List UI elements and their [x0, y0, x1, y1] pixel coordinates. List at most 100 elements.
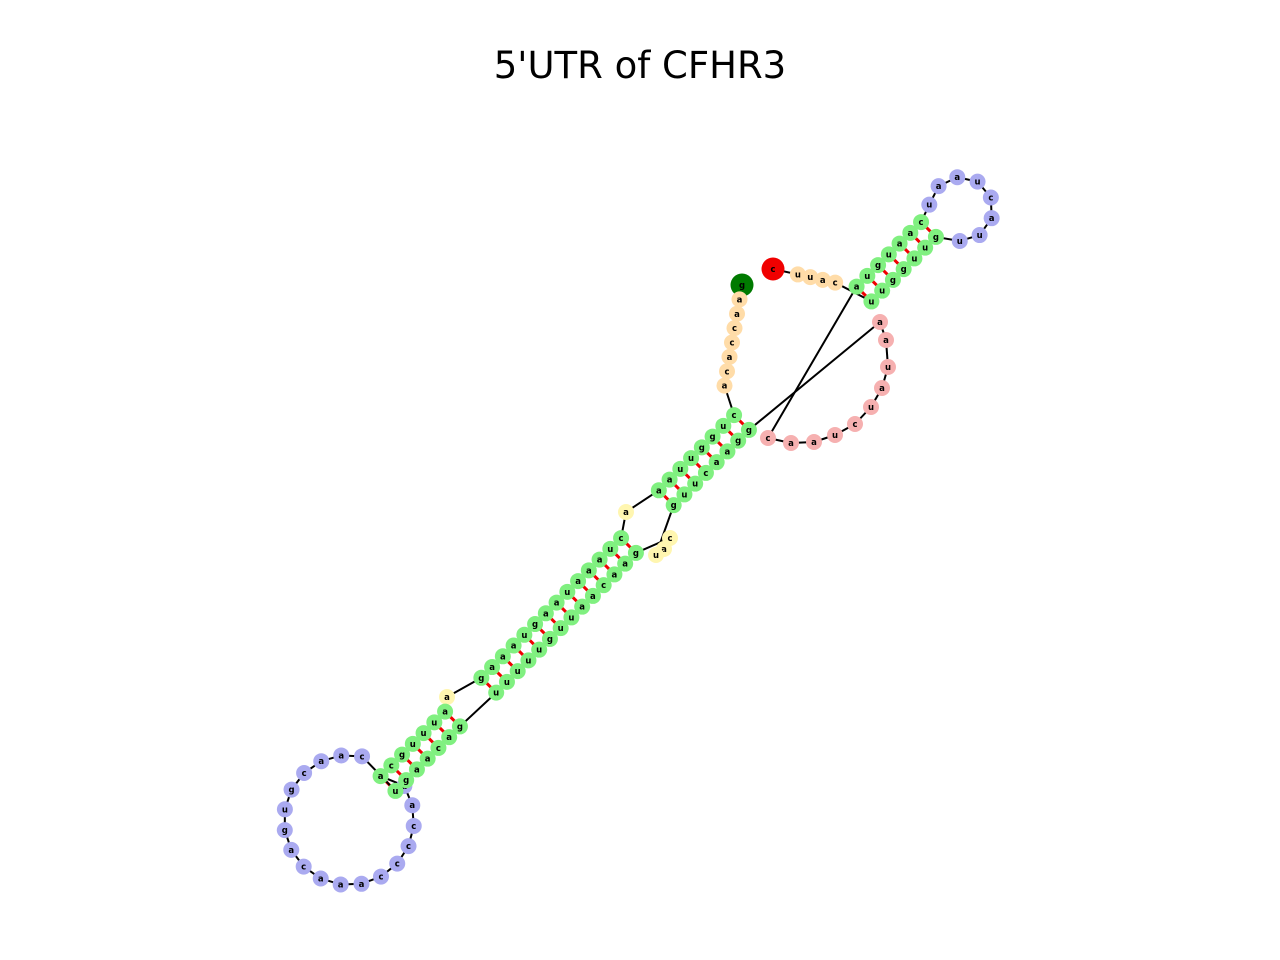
- nucleotide-circle: [591, 551, 608, 568]
- nt-lower-stem-5p-7: a: [372, 768, 389, 785]
- nt-upper-stem-3p-3: u: [906, 250, 923, 267]
- nt-outer-stem-5p-7: a: [661, 471, 678, 488]
- nt-multi-loop-1: a: [872, 314, 888, 330]
- nucleotide-circle: [949, 169, 966, 186]
- nucleotide-letter: u: [653, 551, 659, 561]
- nucleotide-circle: [676, 486, 693, 503]
- nucleotide-letter: a: [612, 570, 618, 580]
- nucleotide-circle: [602, 540, 619, 557]
- nt-inner-stem-3p-10: a: [584, 587, 601, 604]
- nt-5p-tail-2: a: [731, 291, 748, 308]
- nucleotide-letter: g: [478, 674, 484, 684]
- nucleotide-letter: a: [575, 577, 581, 587]
- nt-upper-stem-3p-5: g: [884, 271, 901, 288]
- nucleotide-circle: [353, 875, 370, 892]
- nt-3p-tail-1: c: [827, 274, 844, 291]
- nucleotide-letter: c: [732, 411, 737, 421]
- nucleotide-letter: c: [765, 434, 770, 444]
- nucleotide-letter: a: [737, 295, 743, 305]
- nucleotide-letter: a: [734, 310, 740, 320]
- nt-inner-stem-3p-5: u: [531, 641, 548, 658]
- nucleotide-circle: [541, 630, 558, 647]
- nucleotide-letter: a: [879, 384, 885, 394]
- nt-outer-stem-5p-2: u: [715, 417, 732, 434]
- nucleotide-letter: a: [446, 733, 452, 743]
- nucleotide-circle: [400, 838, 417, 855]
- nt-outer-stem-3p-3: u: [687, 475, 704, 492]
- nt-multi-loop-6: c: [847, 416, 863, 432]
- nucleotide-circle: [415, 725, 432, 742]
- nt-upper-stem-5p-4: u: [880, 246, 897, 263]
- nucleotide-letter: a: [489, 663, 495, 673]
- nucleotide-letter: a: [954, 173, 960, 183]
- nucleotide-circle: [760, 430, 776, 446]
- nt-lower-stem-3p-1: u: [387, 782, 404, 799]
- nt-lower-stem-5p-2: u: [426, 714, 443, 731]
- nt-lower-hairpin-9: a: [312, 870, 329, 887]
- nucleotide-letter: g: [532, 620, 538, 630]
- nucleotide-circle: [789, 266, 806, 283]
- nt-outer-stem-5p-6: u: [672, 460, 689, 477]
- nucleotide-circle: [276, 801, 293, 818]
- nt-upper-hairpin-7: u: [971, 227, 988, 244]
- nucleotide-letter: c: [919, 218, 924, 228]
- nt-outer-stem-5p-3: g: [704, 428, 721, 445]
- nucleotide-letter: g: [633, 549, 639, 559]
- nt-multi-loop-4: a: [874, 380, 890, 396]
- nt-multi-loop-7: u: [827, 427, 843, 443]
- nt-lower-hairpin-6: c: [372, 868, 389, 885]
- nucleotide-letter: a: [656, 486, 662, 496]
- nucleotide-letter: g: [547, 635, 553, 645]
- nucleotide-letter: c: [729, 339, 734, 349]
- nucleotide-letter: a: [623, 508, 629, 518]
- nt-upper-hairpin-5: c: [982, 189, 999, 206]
- nucleotide-circle: [404, 797, 421, 814]
- nt-lower-hairpin-4: c: [400, 838, 417, 855]
- nucleotide-circle: [726, 320, 743, 337]
- nucleotide-circle: [902, 224, 919, 241]
- nt-inner-stem-3p-14: g: [627, 544, 644, 561]
- nucleotide-circle: [729, 305, 745, 322]
- nucleotide-letter: c: [703, 469, 708, 479]
- nucleotide-letter: u: [832, 431, 838, 441]
- nucleotide-letter: u: [975, 178, 981, 188]
- nt-outer-stem-5p-4: g: [693, 439, 710, 456]
- nt-inner-stem-5p-13: a: [484, 659, 501, 676]
- nucleotide-letter: a: [511, 642, 517, 652]
- nt-outer-stem-5p-1: c: [726, 407, 743, 424]
- nt-upper-stem-5p-3: g: [870, 257, 887, 274]
- nucleotide-letter: g: [901, 265, 907, 275]
- nt-upper-stem-3p-1: g: [927, 228, 944, 245]
- nucleotide-circle: [484, 659, 501, 676]
- nt-lower-stem-5p-5: g: [394, 746, 411, 763]
- nt-lower-stem-5p-1: a: [437, 703, 454, 720]
- nucleotide-circle: [451, 718, 468, 735]
- nucleotide-letter: a: [442, 708, 448, 718]
- nucleotide-circle: [283, 841, 300, 858]
- nucleotide-circle: [983, 210, 1000, 227]
- nucleotide-circle: [891, 235, 908, 252]
- nt-lower-hairpin-14: g: [283, 781, 300, 798]
- nucleotide-circle: [708, 454, 725, 471]
- nucleotide-letter: a: [444, 693, 450, 703]
- nt-outer-stem-3p-7: g: [730, 432, 747, 449]
- nucleotide-letter: g: [289, 786, 295, 796]
- nt-lower-hairpin-8: a: [332, 876, 349, 893]
- nucleotide-letter: c: [601, 581, 606, 591]
- nt-inner-stem-5p-9: g: [527, 616, 544, 633]
- nt-inner-stem-3p-13: a: [617, 555, 634, 572]
- nt-upper-stem-5p-5: a: [891, 235, 908, 252]
- nucleotide-letter: g: [890, 276, 896, 286]
- nt-upper-stem-3p-6: u: [874, 282, 891, 299]
- nucleotide-letter: g: [699, 443, 705, 453]
- nucleotide-letter: u: [431, 718, 437, 728]
- nucleotide-circle: [595, 577, 612, 594]
- nt-lower-hairpin-3: c: [405, 817, 422, 834]
- nucleotide-letter: a: [661, 545, 667, 555]
- nucleotide-letter: g: [403, 776, 409, 786]
- nucleotide-circle: [827, 274, 844, 291]
- nucleotide-circle: [372, 768, 389, 785]
- nucleotide-circle: [930, 178, 947, 195]
- nucleotide-letter: u: [688, 454, 694, 464]
- nucleotide-circle: [531, 641, 548, 658]
